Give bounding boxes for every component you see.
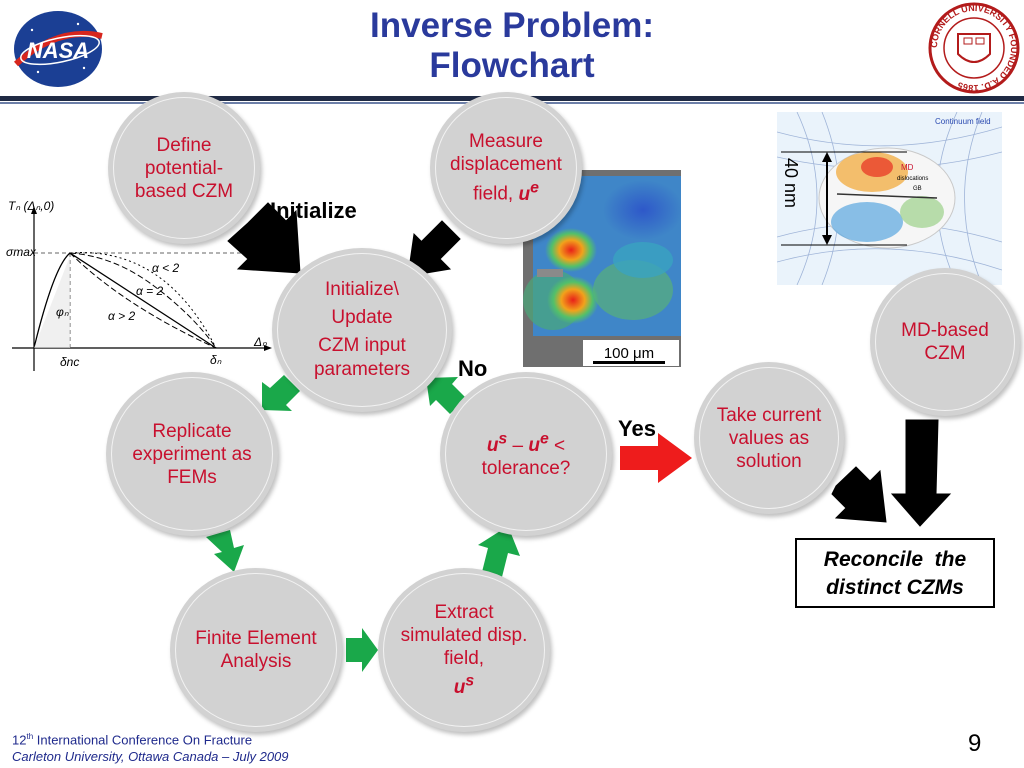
circle-take-solution: Take current values as solution bbox=[694, 362, 844, 514]
tol-s: s bbox=[498, 430, 508, 448]
label-no: No bbox=[458, 356, 488, 381]
circle-initialize-update: Initialize\ Update CZM input parameters bbox=[272, 248, 452, 412]
graph-smax: σmax bbox=[6, 245, 37, 259]
extract-text: Extract simulated disp. field, us bbox=[392, 601, 536, 699]
graph-alpha-lt: α < 2 bbox=[152, 261, 180, 275]
footer-line-2: Carleton University, Ottawa Canada – Jul… bbox=[12, 749, 289, 765]
black-arrow-take bbox=[831, 466, 887, 523]
md-dislocations-label: dislocations bbox=[897, 176, 928, 182]
md-continuum-label: Continuum field bbox=[935, 117, 991, 126]
green-arrow-replicate-to-finite bbox=[206, 530, 244, 572]
displacement-micrograph: 100 μm bbox=[523, 170, 683, 367]
footer-num: 12 bbox=[12, 732, 27, 748]
extract-var: u bbox=[453, 677, 466, 699]
md-text: MD-based CZM bbox=[901, 320, 989, 364]
init-line-3: CZM input parameters bbox=[313, 335, 411, 380]
slide-title: Inverse Problem: Flowchart bbox=[300, 6, 724, 86]
finite-text: Finite Element Analysis bbox=[195, 628, 317, 672]
green-arrow-init-to-replicate bbox=[262, 375, 300, 411]
extract-text-main: Extract simulated disp. field, bbox=[400, 601, 528, 669]
graph-alpha-gt: α > 2 bbox=[108, 309, 136, 323]
tol-u2: u bbox=[528, 435, 540, 457]
footer-line-1: 12th International Conference On Fractur… bbox=[12, 728, 289, 748]
reconcile-line-1: Reconcile the bbox=[823, 548, 967, 571]
green-arrow-finite-to-extract bbox=[346, 628, 378, 672]
circle-tolerance-check: us – ue <tolerance? bbox=[440, 372, 612, 536]
define-text: Define potential-based CZM bbox=[134, 134, 234, 202]
black-arrow-md bbox=[890, 419, 952, 527]
tol-u1: u bbox=[486, 435, 499, 457]
reconcile-line-2: distinct CZMs bbox=[826, 576, 964, 599]
init-line-1: Initialize\ bbox=[325, 279, 399, 300]
graph-ylabel: Tₙ (Δₙ,0) bbox=[8, 199, 54, 213]
label-initialize: Initialize bbox=[270, 198, 357, 223]
tolerance-text: us – ue <tolerance? bbox=[482, 428, 571, 480]
measure-var: u bbox=[518, 183, 531, 205]
measure-sup: e bbox=[530, 179, 539, 197]
cornell-seal: CORNELL UNIVERSITY FOUNDED A.D. 1865 bbox=[928, 2, 1020, 94]
page-number: 9 bbox=[968, 730, 982, 757]
circle-measure-displacement: Measure displacement field, ue bbox=[430, 92, 582, 244]
md-scale-label: 40 nm bbox=[781, 158, 801, 208]
graph-phi: φₙ bbox=[56, 305, 69, 319]
md-gb-label: GB bbox=[913, 186, 922, 192]
micrograph-scale: 100 μm bbox=[604, 345, 654, 362]
graph-Dn: Δₙ bbox=[253, 335, 267, 349]
graph-dnc: δnc bbox=[60, 355, 79, 369]
tol-minus: – bbox=[507, 435, 529, 457]
green-arrow-extract-to-tolerance bbox=[478, 526, 520, 577]
replicate-text: Replicate experiment as FEMs bbox=[132, 420, 252, 488]
title-line-1: Inverse Problem: bbox=[370, 6, 654, 45]
circle-md-czm: MD-based CZM bbox=[870, 268, 1020, 416]
footer-conf: International Conference On Fracture bbox=[33, 732, 253, 748]
graph-alpha-eq: α = 2 bbox=[136, 284, 164, 298]
tol-text: tolerance? bbox=[481, 458, 571, 480]
init-line-2: Update bbox=[331, 307, 393, 328]
traction-separation-graph: Tₙ (Δₙ,0) σmax α < 2 α = 2 α > 2 φₙ δnc … bbox=[4, 196, 276, 376]
extract-sup: s bbox=[465, 672, 475, 690]
footer: 12th International Conference On Fractur… bbox=[12, 728, 289, 765]
label-yes: Yes bbox=[618, 416, 656, 441]
footer-sup: th bbox=[26, 732, 34, 741]
tol-e: e bbox=[539, 430, 549, 448]
graph-dn: δₙ bbox=[210, 353, 222, 367]
title-line-2: Flowchart bbox=[429, 46, 595, 85]
measure-text-main: Measure displacement field, bbox=[450, 131, 562, 205]
measure-text: Measure displacement field, ue bbox=[444, 130, 568, 205]
circle-extract-field: Extract simulated disp. field, us bbox=[378, 568, 550, 732]
nasa-logo: NASA bbox=[8, 6, 108, 92]
md-simulation-image: Continuum field MD dislocations GB 40 nm bbox=[776, 111, 1003, 286]
circle-define-czm: Define potential-based CZM bbox=[108, 92, 260, 244]
nasa-logo-text: NASA bbox=[27, 38, 89, 63]
md-label: MD bbox=[901, 163, 914, 172]
init-text: Initialize\ Update CZM input parameters bbox=[286, 278, 438, 382]
red-arrow-yes bbox=[620, 433, 692, 483]
reconcile-box: Reconcile the distinct CZMs bbox=[795, 538, 995, 608]
circle-replicate-experiment: Replicate experiment as FEMs bbox=[106, 372, 278, 536]
take-text: Take current values as solution bbox=[716, 404, 822, 472]
tol-lt: < bbox=[548, 435, 566, 457]
circle-finite-element: Finite Element Analysis bbox=[170, 568, 342, 732]
